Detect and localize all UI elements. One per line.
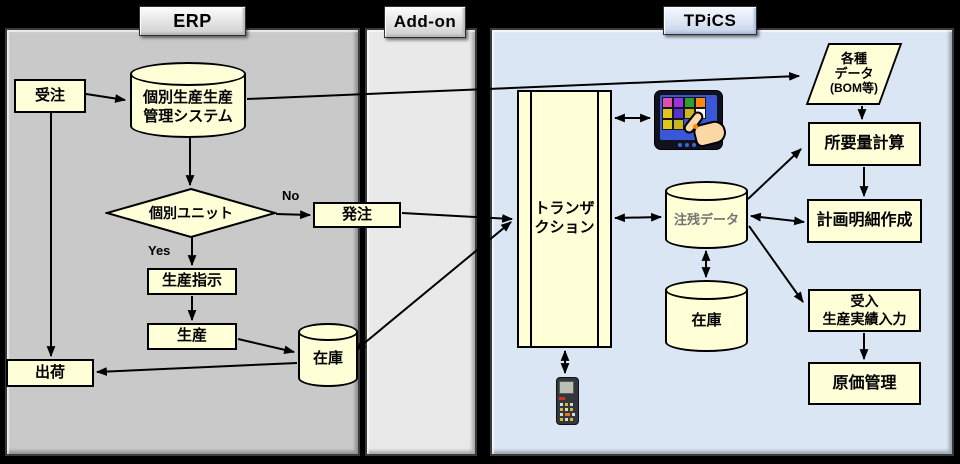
- scanner-key: [560, 418, 563, 421]
- scanner-key: [570, 403, 573, 406]
- node-production: 生産: [147, 323, 237, 350]
- node-label: 各種 データ: [834, 51, 874, 82]
- node-transaction-predefined-process: トランザ クション: [517, 90, 612, 348]
- node-label: 在庫: [312, 350, 343, 368]
- app-icon: [663, 120, 672, 129]
- tpics-section-tab: TPiCS: [663, 6, 757, 35]
- app-icon: [696, 98, 705, 107]
- cylinder-body: [298, 332, 358, 387]
- scanner-key: [560, 408, 563, 411]
- scanner-key: [570, 418, 573, 421]
- scanner-key: [565, 408, 568, 411]
- node-label: 個別生産生産 管理システム: [142, 88, 233, 126]
- app-icon: [685, 109, 694, 118]
- node-tpics-stock-cylinder: 在庫: [665, 280, 748, 352]
- scanner-key: [560, 403, 563, 406]
- scanner-key: [565, 418, 568, 421]
- cylinder-body: [130, 74, 246, 138]
- node-label: 在庫: [691, 312, 722, 330]
- edge-label-yes: Yes: [148, 243, 171, 258]
- cylinder-body: [665, 290, 748, 352]
- handheld-terminal-icon: [556, 377, 579, 425]
- scanner-key: [572, 413, 575, 416]
- node-sublabel: (BOM等): [830, 81, 878, 96]
- addon-panel: [365, 28, 477, 456]
- cylinder-top-ellipse: [665, 181, 748, 201]
- scanner-led: [559, 397, 565, 400]
- node-unit-decision-diamond: 個別ユニット: [103, 187, 279, 239]
- node-label: 個別ユニット: [149, 205, 233, 221]
- app-icon: [674, 120, 683, 129]
- node-label: トランザ クション: [534, 200, 595, 236]
- node-requirements-calculation: 所要量計算: [808, 122, 921, 166]
- node-production-instruction: 生産指示: [147, 268, 237, 295]
- scanner-key: [565, 413, 570, 416]
- node-receipt-results-entry: 受入 生産実績入力: [808, 289, 921, 332]
- erp-section-tab: ERP: [139, 6, 246, 36]
- node-label: 注残データ: [673, 211, 739, 227]
- node-order-received: 受注: [14, 79, 86, 113]
- app-icon: [674, 98, 683, 107]
- node-erp-production-system-cylinder: 個別生産生産 管理システム: [130, 62, 246, 138]
- node-purchase-order: 発注: [313, 202, 401, 228]
- edge-label-no: No: [282, 188, 300, 203]
- scanner-key: [560, 413, 563, 416]
- node-plan-detail-creation: 計画明細作成: [807, 199, 922, 243]
- addon-section-tab: Add-on: [384, 6, 466, 38]
- node-shipment: 出荷: [6, 359, 94, 387]
- cylinder-top-ellipse: [665, 280, 748, 300]
- predefined-process-line: [597, 92, 599, 346]
- node-master-data-parallelogram: 各種 データ (BOM等): [805, 43, 903, 105]
- cylinder-top-ellipse: [130, 62, 246, 86]
- touch-point-dot: [693, 124, 698, 129]
- node-erp-stock-cylinder: 在庫: [298, 323, 358, 387]
- scanner-key: [565, 403, 568, 406]
- node-cost-management: 原価管理: [808, 362, 921, 405]
- app-icon: [663, 109, 672, 118]
- tablet-button: [692, 143, 696, 147]
- predefined-process-line: [530, 92, 532, 346]
- node-backlog-data-cylinder: 注残データ: [665, 181, 748, 249]
- tablet-button: [678, 143, 682, 147]
- tablet-button: [685, 143, 689, 147]
- scanner-key: [570, 408, 573, 411]
- touch-tablet-icon: [654, 90, 729, 150]
- app-icon: [685, 98, 694, 107]
- app-icon: [674, 109, 683, 118]
- app-icon: [663, 98, 672, 107]
- scanner-screen: [559, 381, 574, 394]
